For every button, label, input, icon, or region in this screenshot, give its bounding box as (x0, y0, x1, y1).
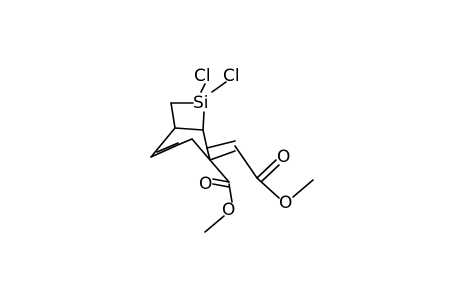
bond-central-alkene-2 (209, 150, 236, 161)
bond-ring-alkene-2 (156, 142, 179, 153)
bond-alkene-inner (179, 138, 193, 145)
atom-labels: Cl Cl Si O O O O (193, 66, 292, 220)
atom-o-ester-right: O (279, 193, 292, 213)
bond-left-c-o (228, 183, 233, 203)
bond-central-alkene-3 (206, 147, 211, 161)
bond-left-o-ch3 (204, 215, 225, 233)
bonds (150, 81, 314, 233)
bond-right-ester-c (234, 145, 258, 179)
bond-central-alkene-1 (206, 140, 236, 149)
bond-right-c-o (256, 177, 280, 199)
bond-right-co-1 (256, 159, 277, 179)
atom-cl-left: Cl (194, 66, 211, 86)
bond-si-cl-left (200, 83, 206, 93)
bond-left-co-2 (212, 183, 230, 188)
atom-si: Si (193, 93, 209, 113)
bond-ch2-bridgehead (170, 102, 176, 129)
bond-ring-alkene-1 (150, 143, 181, 158)
bond-bridgehead-alkene (150, 127, 176, 158)
bond-right-o-ch3 (292, 179, 314, 198)
bond-bridgehead-right-down (202, 129, 208, 149)
bond-si-bridgehead (202, 111, 205, 131)
bond-left-ester-c (209, 159, 230, 183)
bond-right-co-2 (261, 164, 280, 182)
bond-inner-down (191, 138, 211, 161)
atom-o-carbonyl-right: O (277, 147, 290, 167)
bond-bridgeheads (174, 127, 204, 131)
atom-o-ester-left: O (222, 200, 235, 220)
bond-left-co-1 (212, 178, 230, 183)
atom-o-carbonyl-left: O (199, 174, 212, 194)
atom-cl-right: Cl (223, 66, 240, 86)
bond-si-cl-right (211, 81, 227, 93)
